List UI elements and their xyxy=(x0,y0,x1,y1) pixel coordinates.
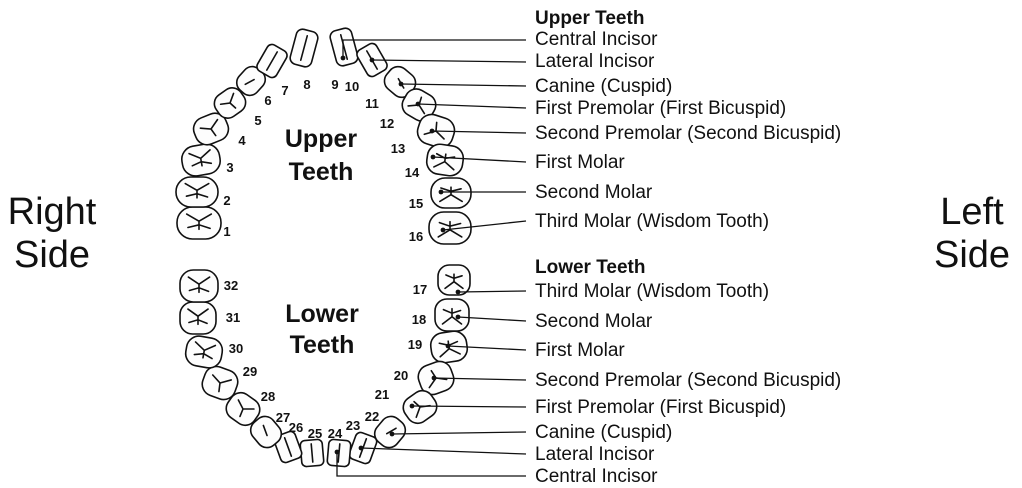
tooth-25 xyxy=(300,439,324,467)
upper-label-2: Lateral Incisor xyxy=(535,51,655,72)
tooth-18 xyxy=(435,299,469,331)
lower-label-5: First Premolar (First Bicuspid) xyxy=(535,397,786,418)
tooth-9 xyxy=(329,27,360,67)
tooth-number-22: 22 xyxy=(365,409,379,424)
lower-leader-dot-6 xyxy=(390,432,395,437)
tooth-number-13: 13 xyxy=(391,141,405,156)
lower-label-4: Second Premolar (Second Bicuspid) xyxy=(535,370,841,391)
lower-teeth-center-label-line1: Lower xyxy=(285,300,359,328)
tooth-number-5: 5 xyxy=(254,113,261,128)
upper-teeth-center-label-line1: Upper xyxy=(285,125,358,153)
upper-label-4: First Premolar (First Bicuspid) xyxy=(535,98,786,119)
tooth-number-29: 29 xyxy=(243,364,257,379)
tooth-31 xyxy=(180,302,216,334)
upper-leader-dot-1 xyxy=(341,56,346,61)
tooth-number-6: 6 xyxy=(264,93,271,108)
lower-leader-dot-4 xyxy=(432,376,437,381)
tooth-number-31: 31 xyxy=(226,310,240,325)
tooth-number-19: 19 xyxy=(408,337,422,352)
upper-label-8: Third Molar (Wisdom Tooth) xyxy=(535,211,769,232)
tooth-17 xyxy=(438,265,470,295)
upper-leader-dot-4 xyxy=(416,102,421,107)
tooth-number-24: 24 xyxy=(328,426,343,441)
tooth-number-21: 21 xyxy=(375,387,389,402)
tooth-number-32: 32 xyxy=(224,278,238,293)
upper-label-6: First Molar xyxy=(535,152,625,173)
lower-label-6: Canine (Cuspid) xyxy=(535,422,672,443)
left-side-label-line2: Side xyxy=(934,234,1010,276)
tooth-number-26: 26 xyxy=(289,420,303,435)
tooth-32 xyxy=(180,270,218,302)
tooth-14 xyxy=(425,143,465,178)
lower-leader-dot-5 xyxy=(410,404,415,409)
lower-leader-line-7 xyxy=(361,448,526,454)
tooth-number-8: 8 xyxy=(303,77,310,92)
tooth-number-20: 20 xyxy=(394,368,408,383)
lower-leader-dot-1 xyxy=(456,290,461,295)
tooth-number-28: 28 xyxy=(261,389,275,404)
tooth-number-12: 12 xyxy=(380,116,394,131)
tooth-number-25: 25 xyxy=(308,426,322,441)
lower-leader-dot-8 xyxy=(335,450,340,455)
tooth-number-3: 3 xyxy=(226,160,233,175)
upper-leader-dot-6 xyxy=(431,155,436,160)
lower-teeth-heading: Lower Teeth xyxy=(535,257,646,278)
tooth-number-7: 7 xyxy=(281,83,288,98)
tooth-8 xyxy=(289,28,320,68)
lower-label-2: Second Molar xyxy=(535,311,653,332)
right-side-label-line1: Right xyxy=(8,191,97,233)
lower-label-3: First Molar xyxy=(535,340,625,361)
lower-leader-dot-3 xyxy=(446,344,451,349)
tooth-number-11: 11 xyxy=(365,96,379,111)
upper-label-3: Canine (Cuspid) xyxy=(535,76,672,97)
lower-label-1: Third Molar (Wisdom Tooth) xyxy=(535,281,769,302)
tooth-number-15: 15 xyxy=(409,196,423,211)
tooth-number-18: 18 xyxy=(412,312,426,327)
tooth-1 xyxy=(177,207,221,239)
right-side-label-line2: Side xyxy=(14,234,90,276)
upper-leader-line-2 xyxy=(372,60,526,62)
upper-teeth-center-label-line2: Teeth xyxy=(289,158,354,186)
tooth-number-30: 30 xyxy=(229,341,243,356)
tooth-number-1: 1 xyxy=(223,224,230,239)
tooth-number-23: 23 xyxy=(346,418,360,433)
upper-leader-dot-2 xyxy=(370,58,375,63)
upper-leader-dot-8 xyxy=(441,228,446,233)
lower-label-8: Central Incisor xyxy=(535,466,658,487)
tooth-number-2: 2 xyxy=(223,193,230,208)
tooth-number-16: 16 xyxy=(409,229,423,244)
tooth-number-17: 17 xyxy=(413,282,427,297)
lower-leader-dot-7 xyxy=(359,446,364,451)
upper-label-7: Second Molar xyxy=(535,182,653,203)
lower-leader-dot-2 xyxy=(456,315,461,320)
upper-teeth-heading: Upper Teeth xyxy=(535,8,644,29)
lower-leader-line-6 xyxy=(392,432,526,434)
lower-label-7: Lateral Incisor xyxy=(535,444,655,465)
tooth-15 xyxy=(431,178,471,208)
left-side-label-line1: Left xyxy=(940,191,1004,233)
upper-leader-line-3 xyxy=(401,84,526,86)
upper-leader-dot-5 xyxy=(430,129,435,134)
upper-leader-dot-3 xyxy=(399,82,404,87)
upper-leader-dot-7 xyxy=(439,190,444,195)
tooth-number-9: 9 xyxy=(331,77,338,92)
upper-label-1: Central Incisor xyxy=(535,29,658,50)
tooth-number-10: 10 xyxy=(345,79,359,94)
tooth-number-27: 27 xyxy=(276,410,290,425)
tooth-3 xyxy=(180,142,223,178)
tooth-number-14: 14 xyxy=(405,165,420,180)
tooth-30 xyxy=(184,334,225,370)
tooth-number-4: 4 xyxy=(238,133,246,148)
upper-label-5: Second Premolar (Second Bicuspid) xyxy=(535,123,841,144)
tooth-2 xyxy=(176,177,218,207)
lower-teeth-center-label-line2: Teeth xyxy=(290,331,355,359)
